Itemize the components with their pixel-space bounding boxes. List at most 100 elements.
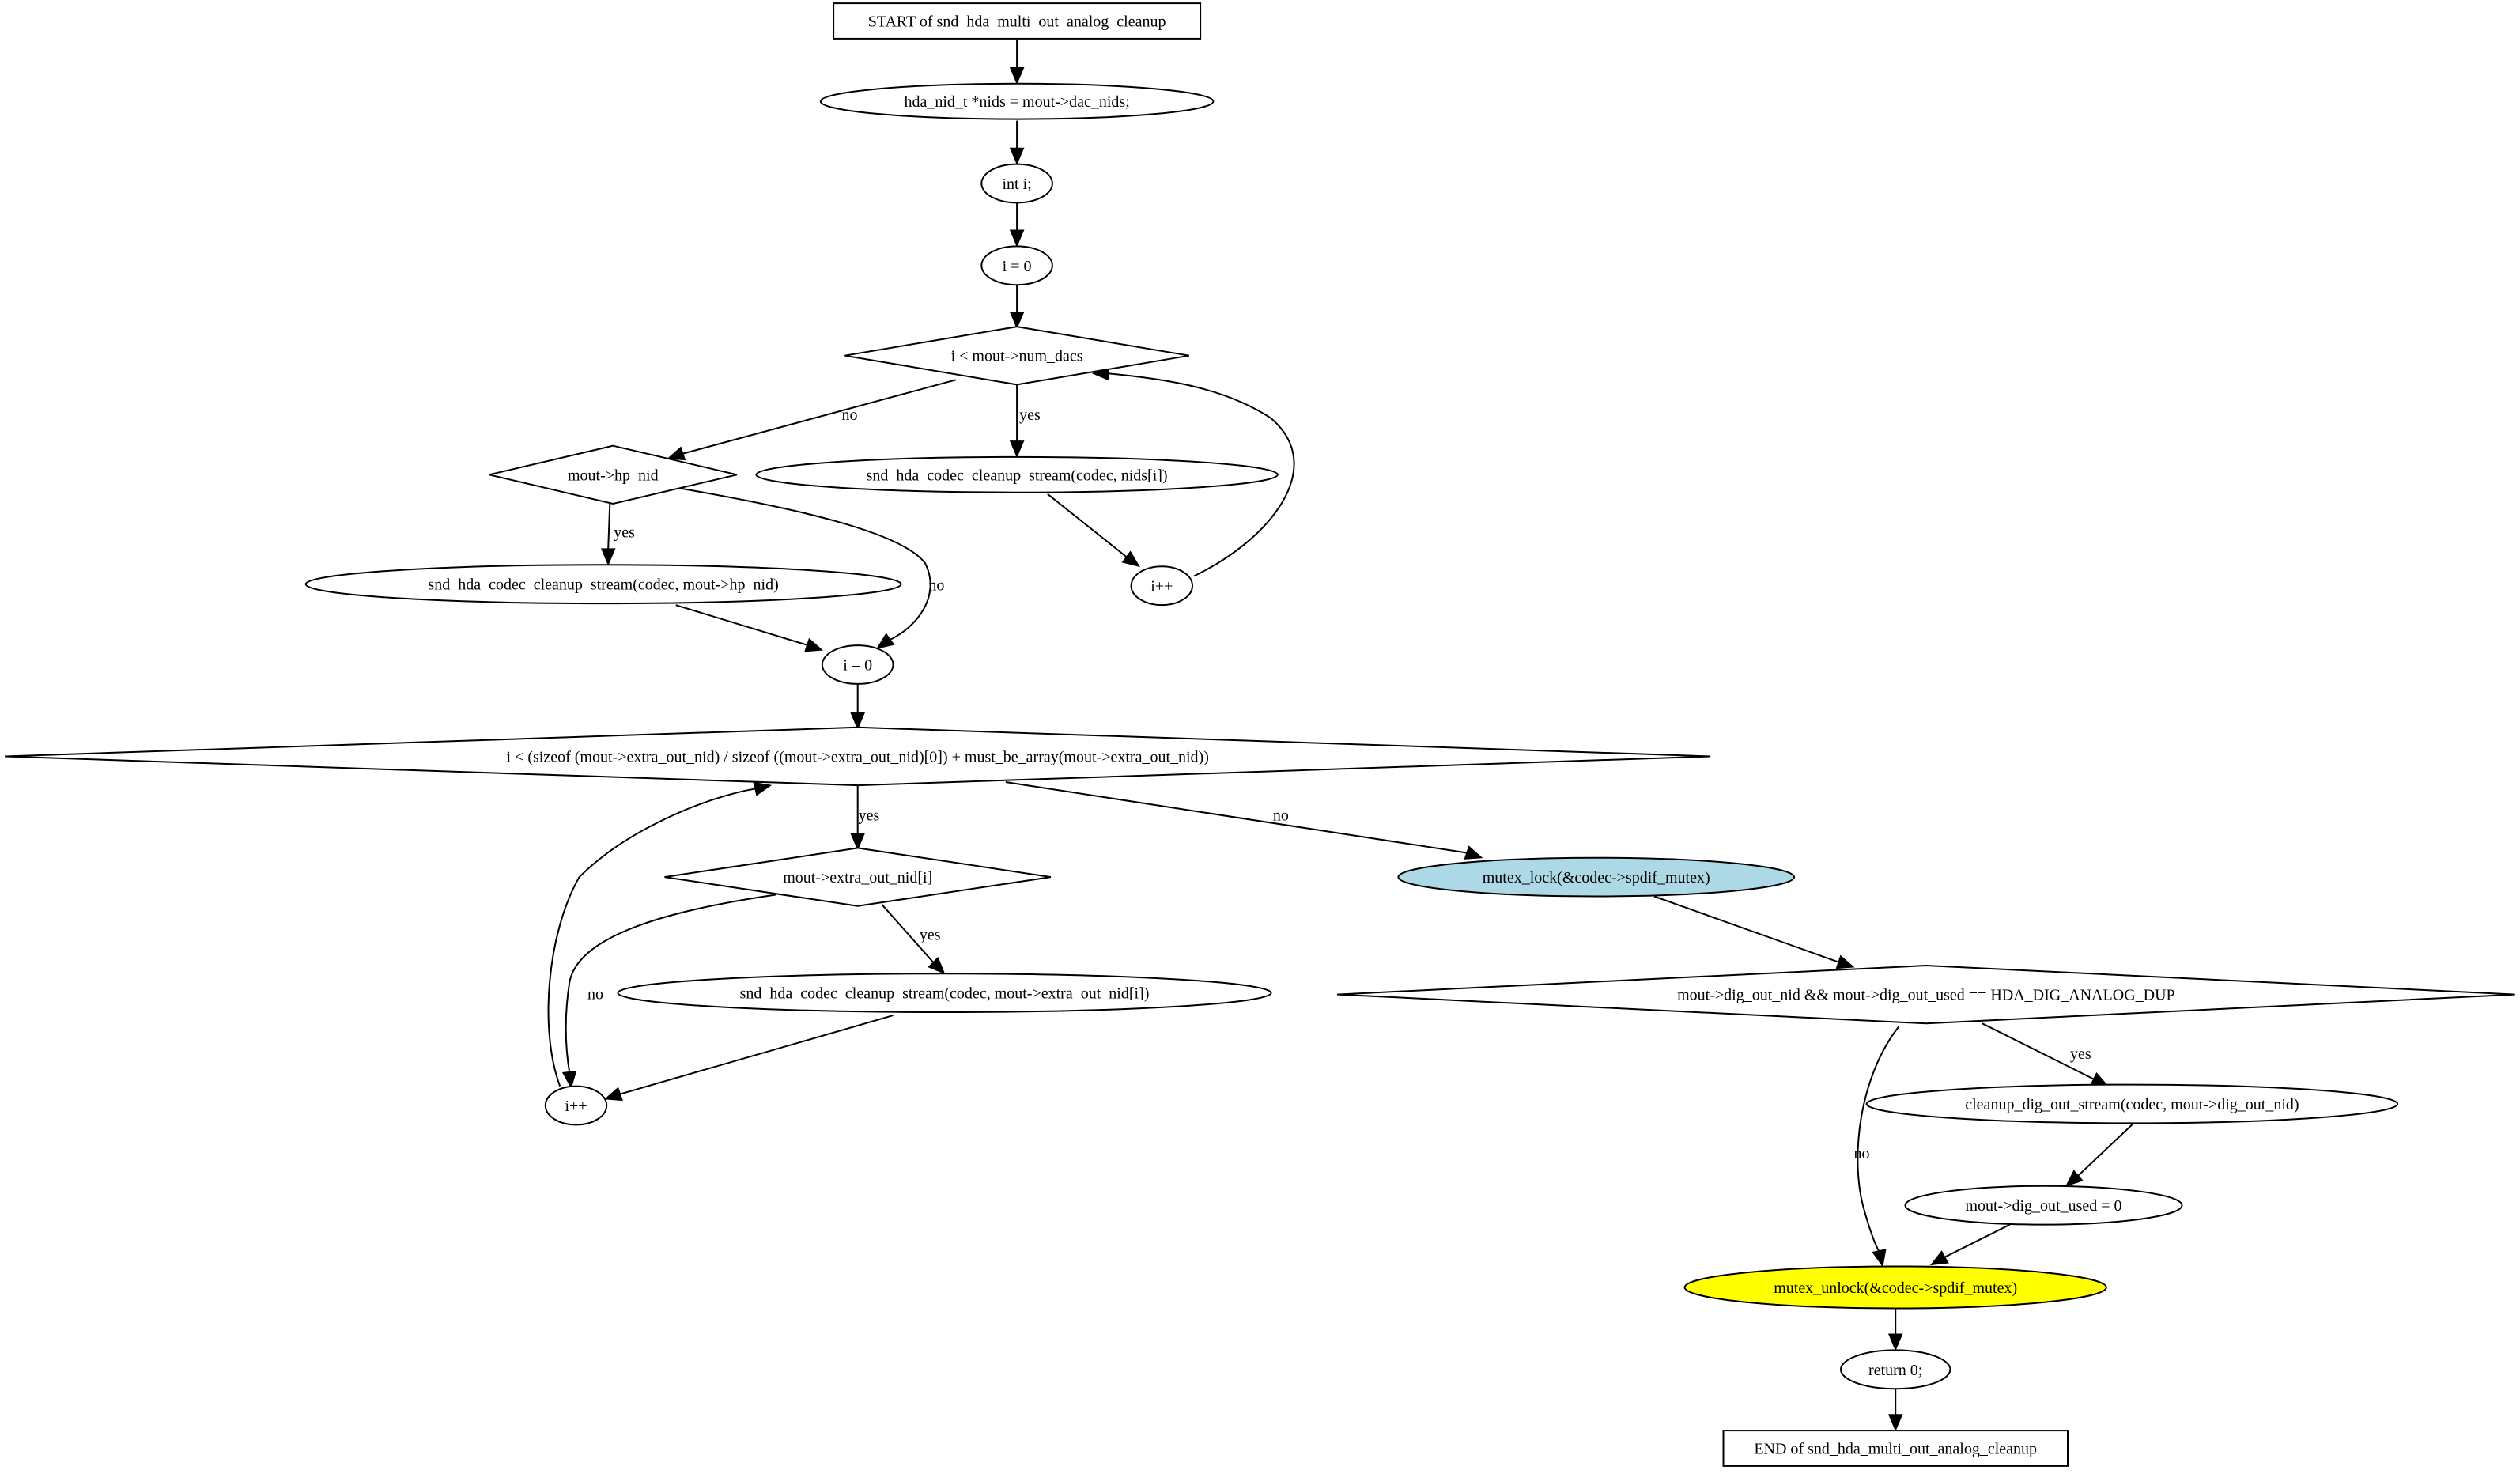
arrow-head: [850, 712, 865, 731]
node-cond-hp-nid: mout->hp_nid: [489, 444, 738, 505]
arrow-head: [1009, 440, 1025, 459]
node-label: i < mout->num_dacs: [951, 348, 1083, 365]
arrow-head: [1009, 147, 1025, 165]
node-init-i-1: i = 0: [980, 245, 1053, 286]
edge-label: no: [842, 406, 858, 424]
node-label: mout->dig_out_used = 0: [1965, 1197, 2121, 1215]
node-label: snd_hda_codec_cleanup_stream(codec, mout…: [428, 576, 778, 594]
node-cond-dig: mout->dig_out_nid && mout->dig_out_used …: [1337, 964, 2515, 1025]
edge-line: [1944, 1223, 2011, 1258]
node-cleanup-dig: cleanup_dig_out_stream(codec, mout->dig_…: [1865, 1083, 2399, 1124]
edge-cond_hp_nid-to-cleanup_hp: yes: [600, 503, 635, 566]
node-label: cleanup_dig_out_stream(codec, mout->dig_…: [1965, 1096, 2299, 1113]
edge-line: [1982, 1022, 2096, 1081]
decision-shape: [664, 847, 1052, 907]
arrow-head: [1835, 954, 1855, 969]
node-label: snd_hda_codec_cleanup_stream(codec, nids…: [867, 467, 1168, 484]
arrow-head: [753, 781, 773, 796]
edge-cleanup_extra-to-incr_2: [603, 1015, 894, 1102]
arrow-head: [2065, 1170, 2084, 1187]
edge-line: [619, 1015, 894, 1095]
edge-cond_extra_nid-to-incr_2: no: [561, 894, 776, 1089]
decision-shape: [1337, 964, 2515, 1025]
edge-cond_num_dacs-to-cond_hp_nid: no: [667, 379, 957, 461]
statement-shape: [617, 973, 1272, 1013]
statement-shape: [821, 644, 894, 685]
edge-return_0-to-end: [1887, 1389, 1903, 1432]
node-label: mout->dig_out_nid && mout->dig_out_used …: [1677, 987, 2175, 1004]
statement-shape: [1904, 1185, 2183, 1226]
edge-decl_nids-to-decl_i: [1009, 120, 1025, 165]
edge-line: [1107, 372, 1295, 577]
edge-line: [1653, 895, 1840, 963]
decision-shape: [5, 726, 1711, 787]
edge-mutex_lock-to-cond_dig: [1653, 895, 1855, 969]
statement-shape: [755, 455, 1279, 493]
decision-shape: [489, 444, 738, 505]
arrow-head: [1887, 1414, 1903, 1432]
edge-label: yes: [1019, 406, 1041, 424]
arrow-head: [804, 637, 824, 652]
edge-label: no: [587, 986, 603, 1003]
node-mutex-unlock: mutex_unlock(&codec->spdif_mutex): [1683, 1265, 2107, 1310]
edge-line: [565, 894, 776, 1074]
edge-cleanup_dig-to-dig_used_zero: [2065, 1122, 2135, 1187]
node-mutex-lock: mutex_lock(&codec->spdif_mutex): [1397, 856, 1795, 898]
edge-incr_2-to-cond_extra: [547, 781, 773, 1087]
node-label: snd_hda_codec_cleanup_stream(codec, mout…: [740, 985, 1150, 1003]
arrow-head: [876, 633, 895, 649]
edge-cond_extra-to-cond_extra_nid: yes: [850, 785, 879, 851]
edge-line: [881, 904, 935, 963]
edge-line: [682, 379, 957, 455]
edge-init_i_2-to-cond_extra: [850, 683, 865, 731]
node-label: mutex_lock(&codec->spdif_mutex): [1483, 869, 1710, 886]
box-shape: [1722, 1430, 2069, 1467]
statement-shape: [980, 163, 1053, 204]
statement-shape: [980, 245, 1053, 286]
edge-line: [1005, 781, 1468, 854]
arrow-head: [850, 833, 865, 851]
edge-label: no: [928, 577, 944, 595]
node-dig-used-zero: mout->dig_out_used = 0: [1904, 1185, 2183, 1226]
arrow-head: [603, 1087, 623, 1102]
edge-line: [547, 788, 757, 1087]
node-incr-1: i++: [1130, 565, 1194, 607]
node-decl-nids: hda_nid_t *nids = mout->dac_nids;: [819, 82, 1215, 120]
node-label: START of snd_hda_multi_out_analog_cleanu…: [868, 13, 1166, 31]
statement-shape: [304, 564, 902, 605]
box-shape: [833, 2, 1202, 40]
node-label: i++: [565, 1098, 587, 1115]
arrow-head: [1929, 1250, 1949, 1266]
edge-label: no: [1273, 807, 1289, 825]
node-label: i = 0: [1003, 258, 1032, 275]
edge-line: [607, 503, 611, 549]
statement-shape: [1840, 1349, 1951, 1390]
node-label: int i;: [1002, 176, 1031, 193]
edge-decl_i-to-init_i_1: [1009, 202, 1025, 248]
node-return-0: return 0;: [1840, 1349, 1951, 1390]
edge-line: [1047, 493, 1128, 557]
nodes-layer: START of snd_hda_multi_out_analog_cleanu…: [5, 2, 2515, 1467]
edge-cond_extra_nid-to-cleanup_extra: yes: [881, 904, 946, 975]
edge-line: [1857, 1026, 1900, 1253]
node-label: mout->hp_nid: [568, 467, 659, 484]
arrow-head: [1121, 550, 1140, 568]
node-end: END of snd_hda_multi_out_analog_cleanup: [1722, 1430, 2069, 1467]
arrow-head: [928, 956, 946, 975]
statement-shape: [819, 82, 1215, 120]
edge-cond_dig-to-mutex_unlock: no: [1854, 1026, 1900, 1268]
arrow-head: [561, 1070, 577, 1089]
edge-label: yes: [614, 524, 635, 542]
edge-start-to-decl_nids: [1009, 40, 1025, 85]
node-label: mout->extra_out_nid[i]: [783, 869, 932, 886]
edge-label: yes: [920, 926, 941, 943]
edge-cond_extra-to-mutex_lock: no: [1005, 781, 1483, 860]
decision-shape: [844, 326, 1190, 386]
edge-mutex_unlock-to-return_0: [1887, 1308, 1903, 1351]
node-label: mutex_unlock(&codec->spdif_mutex): [1774, 1279, 2017, 1297]
node-label: END of snd_hda_multi_out_analog_cleanup: [1754, 1441, 2037, 1458]
node-cleanup-hp: snd_hda_codec_cleanup_stream(codec, mout…: [304, 564, 902, 605]
node-cond-num-dacs: i < mout->num_dacs: [844, 326, 1190, 386]
edge-cleanup_hp-to-init_i_2: [675, 604, 824, 652]
